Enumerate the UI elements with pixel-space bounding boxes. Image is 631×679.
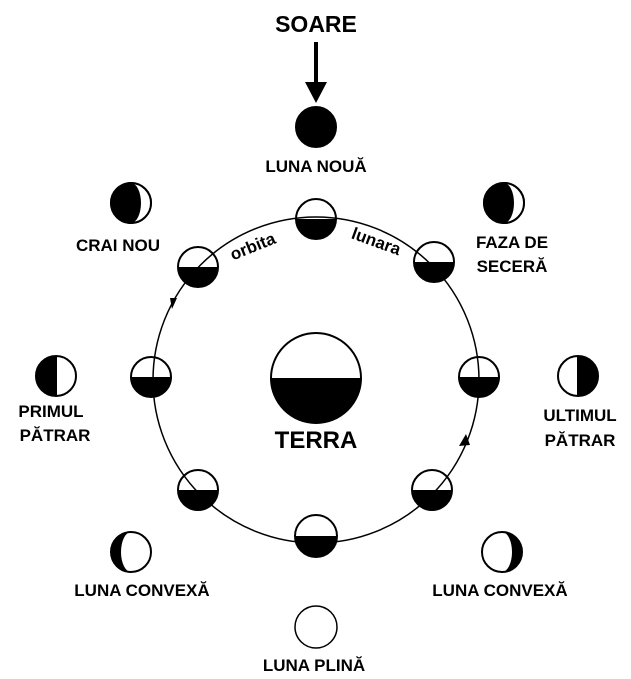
- gibbous-right-label: LUNA CONVEXĂ: [432, 581, 567, 600]
- new-moon-icon: [295, 106, 337, 148]
- crescent-left-label: CRAI NOU: [76, 236, 160, 255]
- orbit-moon-top: [295, 198, 337, 240]
- orbit-moon-bottom: [294, 514, 338, 558]
- crescent-right-label-line2: SECERĂ: [477, 257, 548, 276]
- last-quarter-label-line2: PĂTRAR: [545, 431, 616, 450]
- last-quarter-icon: [557, 355, 599, 397]
- gibbous-right-icon: [481, 531, 523, 573]
- orbit-moon-left: [130, 356, 172, 398]
- gibbous-left-icon: [110, 531, 152, 573]
- orbit-moon-lower-left: [177, 469, 219, 511]
- full-moon-icon: [294, 605, 338, 649]
- orbit-direction-arrow-left: [170, 298, 177, 309]
- gibbous-left-label: LUNA CONVEXĂ: [74, 581, 209, 600]
- sun-label: SOARE: [275, 11, 357, 37]
- crescent-right-label-line1: FAZA DE: [476, 233, 548, 252]
- crescent-right-icon: [483, 182, 525, 224]
- earth: [270, 332, 362, 424]
- orbit-moon-upper-left: [177, 246, 219, 288]
- orbit-label-left: orbita: [227, 229, 278, 265]
- sunlight-arrow: [305, 42, 327, 103]
- full-moon-label: LUNA PLINĂ: [263, 656, 365, 675]
- earth-label: TERRA: [275, 427, 358, 454]
- first-quarter-icon: [35, 355, 77, 397]
- first-quarter-label-line1: PRIMUL: [18, 402, 83, 421]
- orbit-direction-arrow-right: [459, 434, 470, 446]
- orbit-moon-right: [458, 356, 500, 398]
- first-quarter-label-line2: PĂTRAR: [20, 426, 91, 445]
- last-quarter-label-line1: ULTIMUL: [543, 406, 616, 425]
- new-moon-label: LUNA NOUĂ: [265, 157, 366, 176]
- orbit-moon-lower-right: [411, 469, 453, 511]
- crescent-left-icon: [110, 182, 152, 224]
- orbit-moon-upper-right: [413, 241, 455, 283]
